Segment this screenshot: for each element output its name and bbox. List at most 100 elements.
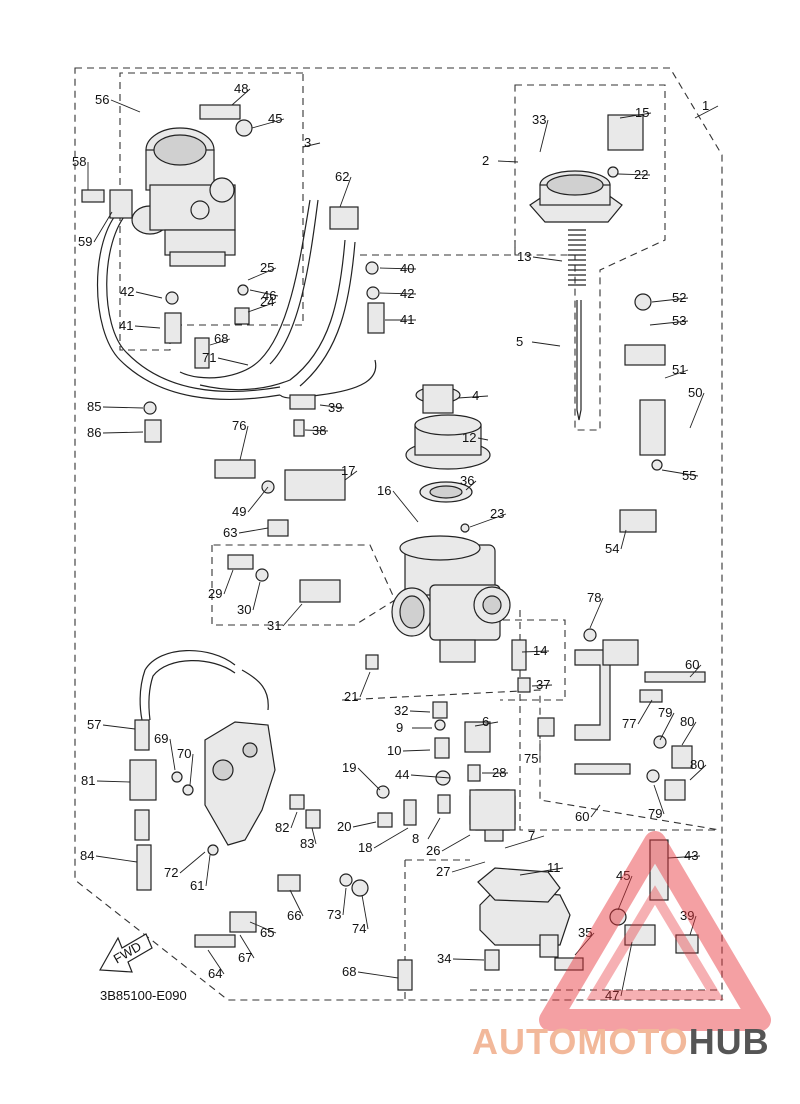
part-18 [403, 799, 417, 826]
part-58 [81, 189, 105, 203]
part-callout-label: 71 [202, 350, 216, 365]
leader-line [619, 112, 652, 119]
cable-c [199, 239, 346, 391]
leader-line [247, 267, 277, 281]
part-callout-label: 43 [684, 848, 698, 863]
washer-46 [237, 284, 249, 296]
part-callout-label: 55 [682, 468, 696, 483]
part-callout-label: 40 [400, 261, 414, 276]
part-17 [284, 469, 346, 501]
callout-labels: 1234567891011121314151617181920212223242… [72, 81, 709, 1003]
leader-line [344, 470, 358, 481]
part-54 [619, 509, 657, 533]
leader-line [620, 941, 633, 997]
spring-13 [568, 229, 586, 286]
leader-line [223, 569, 234, 595]
part-47 [624, 924, 656, 946]
part-35 [554, 957, 584, 971]
part-callout-label: 13 [517, 249, 531, 264]
part-31 [299, 579, 341, 603]
leader-line [664, 369, 689, 379]
part-80a [671, 745, 693, 769]
part-callout-label: 48 [234, 81, 248, 96]
leader-line [465, 480, 477, 491]
leader-line [239, 425, 249, 461]
outline-lever-set [360, 240, 516, 256]
leader-line [689, 392, 705, 429]
leader-line [231, 88, 251, 106]
leader-line [359, 671, 371, 698]
part-callout-label: 28 [492, 765, 506, 780]
part-callout-label: 77 [622, 716, 636, 731]
leader-line [249, 289, 279, 297]
part-callout-label: 74 [352, 921, 366, 936]
leader-line [169, 738, 176, 771]
washer-19 [376, 785, 390, 799]
leader-lines [87, 88, 719, 997]
part-callout-label: 6 [482, 714, 489, 729]
part-63 [267, 519, 289, 537]
part-callout-label: 50 [688, 385, 702, 400]
part-callout-label: 61 [190, 878, 204, 893]
leader-line [457, 395, 489, 399]
part-callout-label: 64 [208, 966, 222, 981]
leader-line [134, 325, 161, 329]
outline-main-assembly [74, 67, 723, 1001]
leader-line [96, 780, 131, 783]
leader-line [694, 105, 719, 119]
washer-85 [143, 401, 157, 415]
part-callout-label: 26 [426, 843, 440, 858]
watermark-text: AUTOMOTOHUB [472, 1021, 770, 1062]
drain-hose-top [139, 649, 236, 721]
leader-line [339, 176, 352, 208]
vent-hose-right [279, 359, 377, 399]
part-41a [164, 312, 182, 344]
leader-line [477, 437, 489, 441]
vent-hose-left-inner [106, 211, 281, 393]
part-callout-label: 37 [536, 677, 550, 692]
part-callout-label: 68 [342, 964, 356, 979]
leader-line [357, 767, 381, 791]
leader-line [110, 99, 141, 113]
part-callout-label: 67 [238, 950, 252, 965]
part-15 [607, 114, 644, 151]
part-callout-label: 58 [72, 154, 86, 169]
part-callout-label: 59 [78, 234, 92, 249]
part-callout-label: 75 [524, 751, 538, 766]
leader-line [637, 699, 653, 725]
leader-line [238, 527, 269, 534]
washer-55 [651, 459, 663, 471]
leader-line [402, 749, 431, 752]
leader-line [661, 469, 699, 477]
float-bowl [477, 867, 571, 958]
part-39a [289, 394, 316, 410]
leader-line [590, 804, 601, 818]
part-39b [675, 934, 699, 954]
part-callout-label: 42 [400, 286, 414, 301]
air-vent-hose [241, 669, 269, 711]
leader-line [252, 581, 261, 611]
outline-throttle-set [211, 544, 396, 626]
part-24 [234, 307, 250, 325]
leader-line [441, 834, 471, 852]
part-callout-label: 62 [335, 169, 349, 184]
group-outlines [74, 67, 723, 1001]
leader-line [311, 827, 317, 845]
components [81, 104, 706, 991]
part-callout-label: 41 [119, 318, 133, 333]
part-callout-label: 38 [312, 423, 326, 438]
fwd-arrow-icon: FWD [99, 933, 153, 973]
part-callout-label: 1 [702, 98, 709, 113]
part-6 [464, 721, 491, 753]
leader-line [319, 404, 345, 409]
drain-hose-top-inner [148, 660, 236, 721]
washer-23 [460, 523, 470, 533]
part-83 [305, 809, 321, 829]
leader-line [689, 915, 697, 936]
diaphragm-stack [405, 384, 491, 503]
leader-line [102, 724, 136, 730]
leader-line [102, 406, 144, 409]
part-callout-label: 18 [358, 840, 372, 855]
part-callout-label: 36 [460, 473, 474, 488]
